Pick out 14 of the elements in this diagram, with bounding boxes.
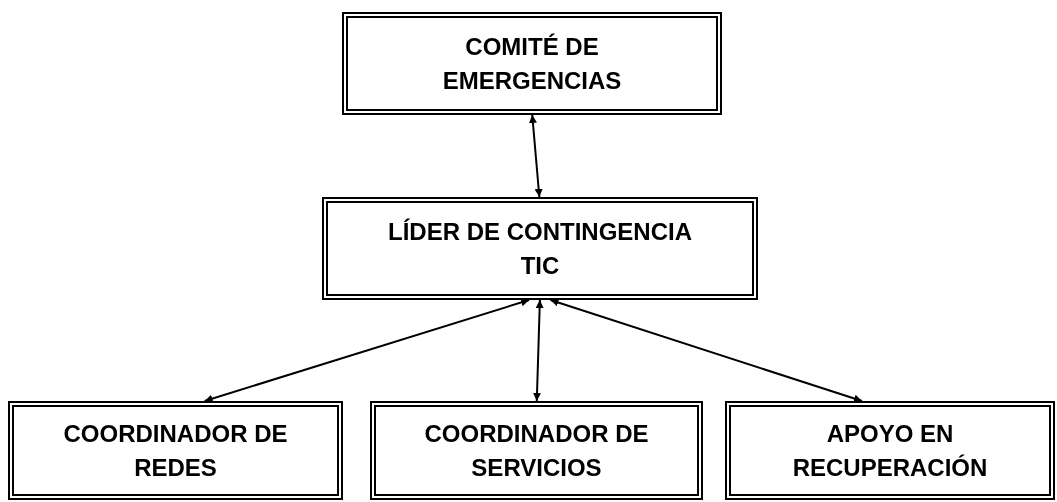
- role-box: [370, 401, 703, 500]
- role-title: COMITÉ DE EMERGENCIAS: [441, 31, 623, 96]
- arrow: [549, 298, 863, 403]
- arrow: [528, 114, 543, 198]
- role-title: COORDINADOR DE SERVICIOS: [423, 418, 650, 483]
- arrow: [203, 298, 531, 403]
- role-box: [322, 197, 758, 300]
- role-title: COORDINADOR DE REDES: [62, 418, 289, 483]
- role-title: LÍDER DE CONTINGENCIA TIC: [387, 216, 693, 281]
- role-box: [725, 401, 1055, 500]
- role-box: [342, 12, 722, 115]
- arrow: [533, 299, 544, 402]
- role-title: APOYO EN RECUPERACIÓN: [791, 418, 989, 483]
- role-box: [8, 401, 343, 500]
